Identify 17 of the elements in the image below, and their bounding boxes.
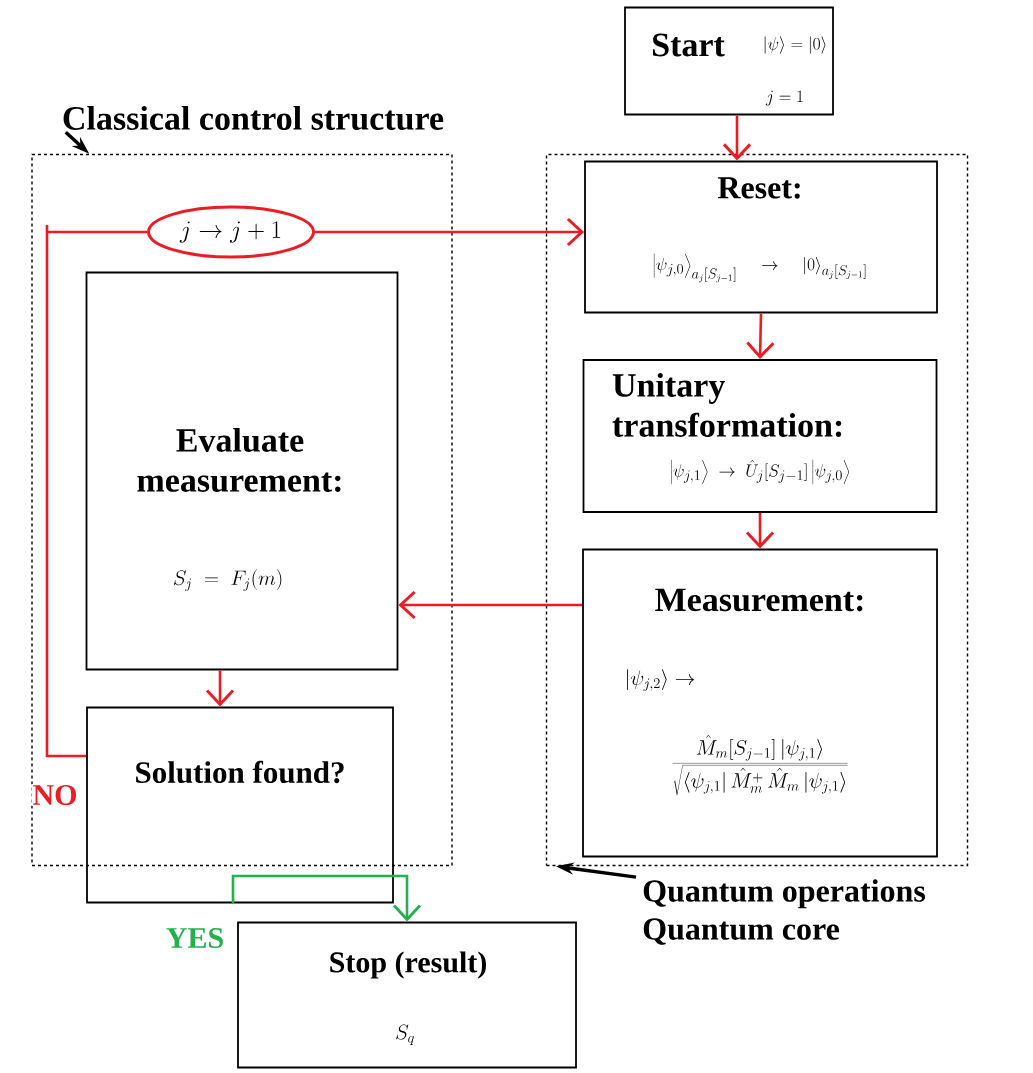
end-box: Stop (result) $S_q$ [237, 921, 577, 1069]
process-box: Evaluate measurement: $S_j \;=\; F_j(m)$ [85, 271, 399, 671]
group-label: Classical control structure [63, 106, 444, 130]
process-box: Unitary transformation: $\left|\psi_{j,1}\right\rangle \;\to\; \hat{U}_j[S_{j-1}]\left|\psi_{j,0}\right\rangle$ [582, 359, 938, 513]
arrow [315, 217, 585, 247]
edge-label: NO [31, 783, 79, 807]
group-label: Quantum operations Quantum core [643, 879, 925, 945]
edge-label: YES [164, 926, 226, 950]
arrow [231, 874, 422, 922]
dashed-box [545, 153, 969, 867]
start-box: Start $|\psi\rangle = |0\rangle$ $j = 1$ [624, 6, 834, 116]
process-box: Reset: $\left|\psi_{j,0}\right\rangle_{a_j[S_{j-1}]} \quad\to\quad \left|0\right\rangle_{a_j[S_{j-1}]}$ [584, 160, 938, 314]
dashed-box [31, 153, 453, 867]
line [45, 223, 147, 758]
decision-box: Solution found? [86, 706, 394, 904]
process-box: Measurement: $\left|\psi_{j,2}\right\rangle \to$ $\frac{\hat{M}_m[S_{j-1}]\left|\psi_{j,1}\right\rangle}{\sqrt{\left\langle\psi_{j,1}\right|\hat{M}_m^{+}\,\hat{M}_m\left|\psi_{j,1}\right\rangle}}$ [582, 548, 938, 858]
arrow [398, 590, 583, 620]
